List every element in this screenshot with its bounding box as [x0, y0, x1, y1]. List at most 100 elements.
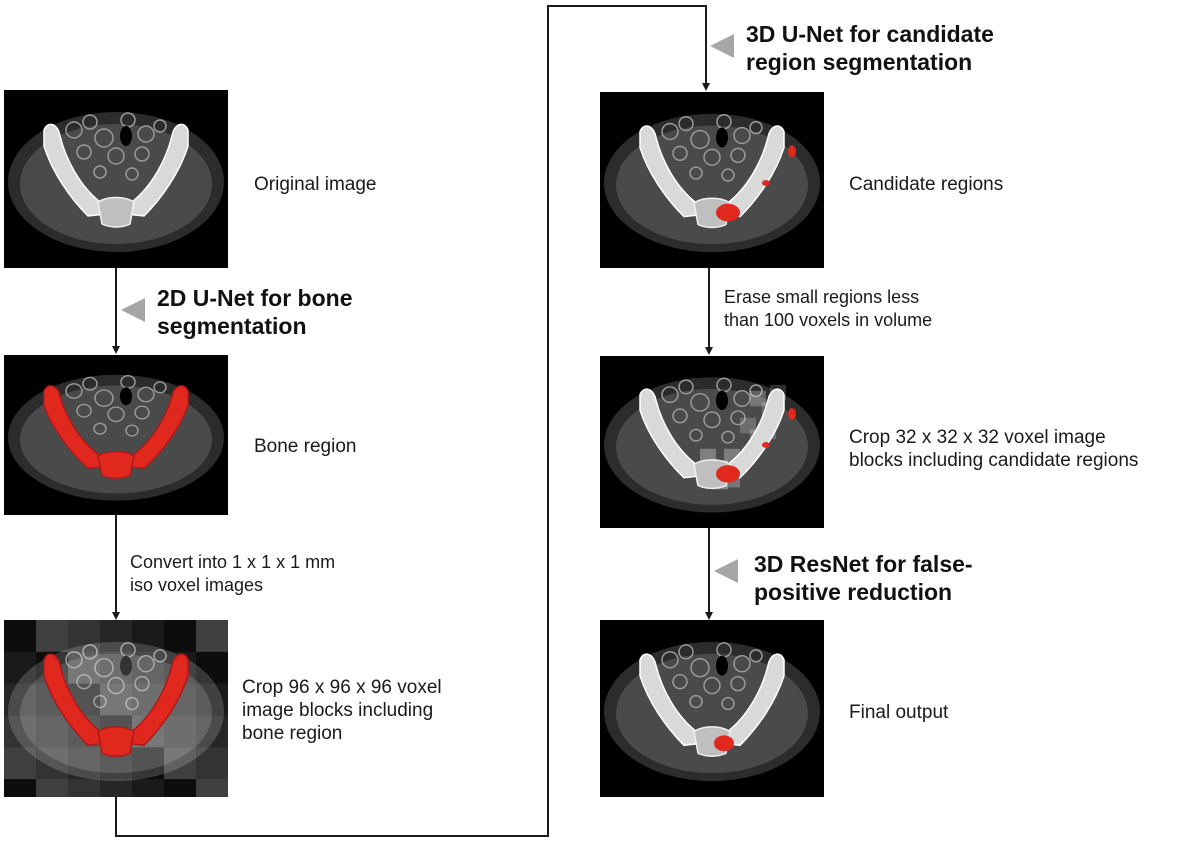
bowel-loop	[94, 389, 114, 407]
soft-tissue	[20, 653, 212, 774]
voxel-block	[196, 651, 228, 684]
bowel-loop	[690, 129, 710, 150]
soft-tissue	[616, 388, 808, 505]
caption-line: image blocks including	[242, 700, 434, 721]
voxel-block	[196, 715, 228, 748]
air-pocket	[120, 387, 132, 406]
ct-slice-image	[604, 377, 820, 513]
bowel-loop	[733, 390, 751, 407]
bowel-loop	[689, 694, 703, 709]
candidate-region	[716, 465, 740, 483]
voxel-block	[100, 779, 132, 797]
bowel-loop	[82, 644, 98, 660]
caption-bone-blocks: Crop 96 x 96 x 96 voxel image blocks inc…	[242, 676, 442, 745]
model-line: 3D ResNet for false-	[754, 551, 973, 577]
ct-slice-image	[8, 374, 224, 501]
air-pocket	[120, 655, 132, 676]
bowel-loop	[76, 403, 92, 418]
voxel-block	[68, 620, 100, 652]
bowel-loop	[661, 386, 679, 404]
voxel-block	[132, 747, 164, 780]
bowel-loop	[107, 406, 125, 423]
voxel-block	[196, 779, 228, 797]
ct-panel-candidate-blocks	[600, 356, 824, 528]
bowel-loop	[94, 128, 114, 148]
bowel-loop	[93, 165, 107, 179]
bowel-loop	[703, 411, 721, 429]
bowel-loop	[661, 122, 679, 141]
step-convert-iso-voxel: Convert into 1 x 1 x 1 mm iso voxel imag…	[130, 551, 335, 597]
caption-line: blocks including candidate regions	[849, 450, 1139, 471]
voxel-block	[4, 683, 36, 716]
bowel-loop	[153, 119, 167, 133]
bowel-loop	[721, 168, 735, 182]
model-3d-unet: 3D U-Net for candidate region segmentati…	[746, 20, 994, 76]
bowel-loop	[153, 381, 167, 394]
caption-line: Crop 32 x 32 x 32 voxel image	[849, 427, 1106, 448]
right-iliac-wing	[124, 123, 189, 217]
bowel-loop	[703, 148, 721, 166]
voxel-block	[36, 715, 68, 748]
candidate-region	[762, 442, 770, 448]
candidate-region	[788, 145, 796, 158]
bowel-loop	[733, 655, 751, 673]
bowel-loop	[672, 408, 688, 424]
voxel-block	[68, 779, 100, 797]
bowel-loop	[153, 649, 167, 663]
bowel-loop	[93, 422, 107, 435]
ct-panel-bone-region	[4, 355, 228, 515]
bowel-loop	[749, 649, 763, 663]
bowel-loop	[703, 676, 721, 695]
air-pocket	[716, 390, 728, 411]
voxel-block	[4, 620, 36, 652]
ct-slice-image	[604, 113, 820, 253]
voxel-block	[4, 715, 36, 748]
bowel-loop	[107, 676, 125, 695]
bowel-loop	[672, 145, 688, 161]
ct-panel-candidate-regions	[600, 92, 824, 268]
model-3d-resnet: 3D ResNet for false- positive reduction	[754, 550, 973, 606]
step-line: iso voxel images	[130, 575, 264, 595]
bowel-loop	[82, 114, 98, 130]
sacrum	[97, 726, 135, 757]
bowel-loop	[134, 146, 150, 162]
bowel-loop	[82, 376, 98, 391]
model-line: segmentation	[157, 313, 307, 339]
air-pocket	[716, 127, 728, 148]
right-iliac-wing	[720, 125, 785, 218]
voxel-block	[196, 620, 228, 652]
bowel-loop	[733, 126, 751, 145]
voxel-block	[196, 683, 228, 716]
left-iliac-wing	[639, 388, 704, 479]
bowel-loop	[672, 673, 688, 690]
candidate-region	[716, 203, 740, 222]
soft-tissue	[616, 125, 808, 245]
voxel-block	[132, 651, 164, 684]
soft-tissue	[616, 653, 808, 774]
caption-bone-region: Bone region	[254, 436, 357, 457]
ct-panel-final-output	[600, 620, 824, 797]
voxel-block	[36, 620, 68, 652]
model-2d-unet: 2D U-Net for bone segmentation	[157, 284, 353, 340]
voxel-block	[750, 390, 766, 407]
candidate-region	[762, 180, 770, 186]
air-pocket	[716, 655, 728, 676]
pointer-triangle-m1	[121, 298, 145, 322]
caption-original-image: Original image	[254, 174, 377, 195]
caption-candidate-blocks: Crop 32 x 32 x 32 voxel image blocks inc…	[849, 426, 1138, 472]
bowel-loop	[107, 147, 125, 165]
bowel-loop	[137, 125, 155, 143]
bowel-loop	[125, 167, 139, 181]
caption-line: bone region	[242, 723, 343, 744]
voxel-block	[740, 417, 756, 434]
bowel-loop	[76, 144, 92, 160]
bowel-loop	[137, 386, 155, 403]
ct-slice-image	[604, 641, 820, 782]
step-erase-small-regions: Erase small regions less than 100 voxels…	[724, 286, 932, 332]
voxel-block	[100, 620, 132, 652]
voxel-block	[164, 779, 196, 797]
model-line: 3D U-Net for candidate	[746, 21, 994, 47]
bowel-loop	[125, 424, 139, 437]
right-iliac-wing	[124, 385, 189, 469]
voxel-block	[4, 747, 36, 780]
